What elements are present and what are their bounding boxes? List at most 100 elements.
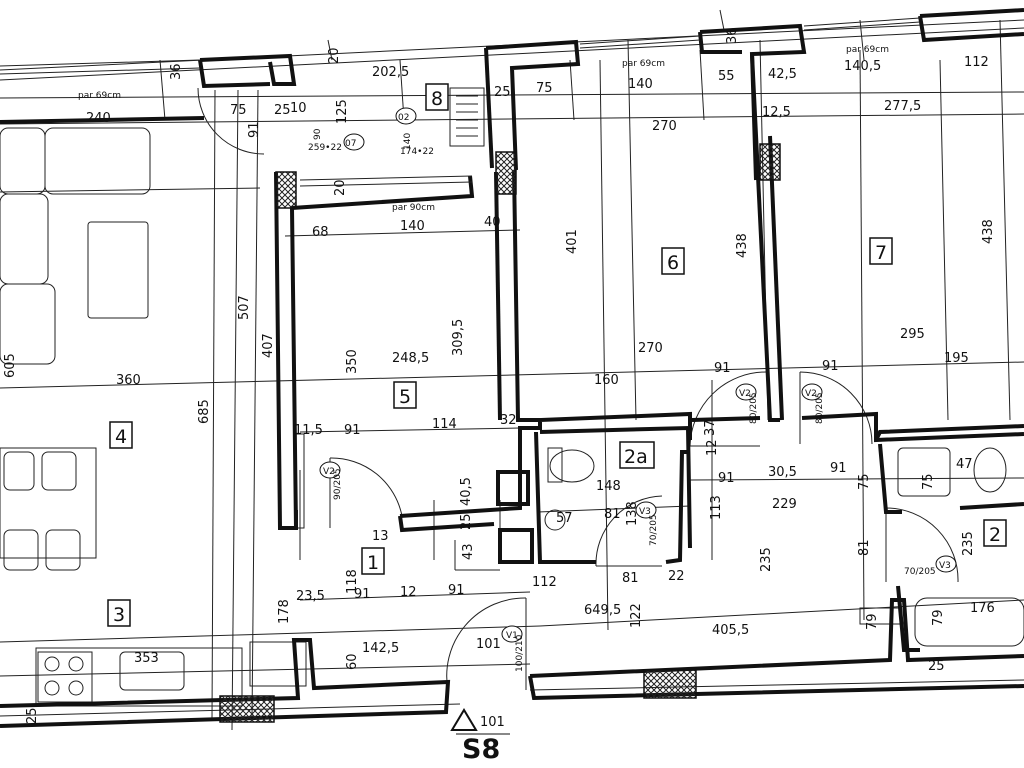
door-v2-c: V2	[805, 389, 817, 399]
room-2a-label: 2a	[624, 446, 648, 468]
dim: 81	[857, 539, 872, 556]
section-number: 101	[480, 715, 505, 730]
dim: 12	[705, 439, 720, 456]
dim: 81	[604, 507, 621, 522]
section-marker: 101 S8	[450, 708, 510, 765]
dim: 140	[400, 219, 425, 234]
dim: 176	[970, 601, 995, 616]
window-07: 07	[345, 139, 356, 149]
furniture	[0, 87, 1024, 707]
room-numbers: 1 2 2a 3 4 5 6 7 8	[113, 88, 1001, 626]
dim: 20	[333, 179, 348, 196]
parapet-labels: par 69cm par 69cm par 69cm par 90cm	[78, 45, 889, 213]
window-02: 02	[398, 113, 409, 123]
door-v3-b-size: 70/205	[904, 567, 936, 577]
dim: 25	[494, 85, 511, 100]
dim: 229	[772, 497, 797, 512]
dim: 112	[532, 575, 557, 590]
dim: 75	[536, 81, 553, 96]
dim: 649,5	[584, 603, 621, 618]
dim: 113	[709, 495, 724, 520]
door-tag-texts: V2 V2 V2 V3 V3 V1 07 02 90/205 80/205 80…	[308, 113, 951, 672]
vertical-dimension-texts: 20 36 91 125 90 140 36 20 401 438 438 50…	[3, 27, 996, 724]
dim: 270	[638, 341, 663, 356]
dim: 11,5	[294, 423, 323, 438]
dim: 91	[247, 121, 262, 138]
dim: 202,5	[372, 65, 409, 80]
dim: 68	[312, 225, 329, 240]
dim: 13	[372, 529, 389, 544]
dim: 75	[230, 103, 247, 118]
dim: 118	[345, 569, 360, 594]
parapet-room5: par 90cm	[392, 203, 435, 213]
parapet-left: par 69cm	[78, 91, 121, 101]
window-02-size: 174•22	[400, 147, 434, 157]
dim: 25	[274, 103, 291, 118]
columns	[219, 143, 781, 723]
dim: 360	[116, 373, 141, 388]
door-v1: V1	[506, 631, 518, 641]
dim: 235	[961, 531, 976, 556]
door-v1-size: 100/210	[515, 634, 525, 672]
dim: 40,5	[459, 477, 474, 506]
dim: 25	[928, 659, 945, 674]
door-v2-a: V2	[323, 467, 335, 477]
dim: 25	[459, 513, 474, 530]
dim: 22	[668, 569, 685, 584]
door-v3-a-size: 70/205	[649, 514, 659, 546]
door-v3-a: V3	[639, 507, 651, 517]
window-07-size: 259•22	[308, 143, 342, 153]
dim: 12,5	[762, 105, 791, 120]
room-7-label: 7	[875, 242, 887, 264]
dim: 309,5	[451, 319, 466, 356]
dim: 30,5	[768, 465, 797, 480]
dim: 277,5	[884, 99, 921, 114]
dim: 91	[822, 359, 839, 374]
dim: 91	[354, 587, 371, 602]
dim: 248,5	[392, 351, 429, 366]
dim: 140	[628, 77, 653, 92]
walls	[0, 8, 1024, 728]
dim: 43	[461, 543, 476, 560]
dim: 91	[448, 583, 465, 598]
dim: 438	[735, 233, 750, 258]
dim: 36	[725, 27, 740, 44]
dim: 20	[327, 47, 342, 64]
dim: 57	[556, 511, 573, 526]
windows	[0, 17, 921, 187]
dim: 37	[703, 419, 718, 436]
section-label: S8	[462, 734, 500, 765]
dim: 295	[900, 327, 925, 342]
dim: 101	[476, 637, 501, 652]
dim: 47	[956, 457, 973, 472]
dimension-texts: 202,5 240 75 25 10 25 75 140 55 42,5 140…	[86, 55, 995, 674]
dim: 605	[3, 353, 18, 378]
room-3-label: 3	[113, 604, 125, 626]
dim: 407	[261, 333, 276, 358]
dim: 25	[25, 707, 40, 724]
dim: 140	[403, 133, 413, 150]
dim: 142,5	[362, 641, 399, 656]
dim: 90	[313, 128, 323, 140]
dim: 36	[169, 63, 184, 80]
dim: 353	[134, 651, 159, 666]
dim: 91	[830, 461, 847, 476]
door-v2-b-size: 80/205	[749, 392, 759, 424]
door-v3-b: V3	[939, 561, 951, 571]
dim: 148	[596, 479, 621, 494]
room-8-label: 8	[431, 88, 443, 110]
dim: 438	[981, 219, 996, 244]
dim: 140,5	[844, 59, 881, 74]
room-6-label: 6	[667, 252, 679, 274]
dim: 10	[290, 101, 307, 116]
door-swings	[197, 87, 959, 691]
dim: 401	[565, 229, 580, 254]
door-v2-b: V2	[739, 389, 751, 399]
dim: 91	[344, 423, 361, 438]
dim: 405,5	[712, 623, 749, 638]
dim: 75	[921, 473, 936, 490]
door-tags	[319, 107, 957, 643]
dim: 507	[237, 295, 252, 320]
